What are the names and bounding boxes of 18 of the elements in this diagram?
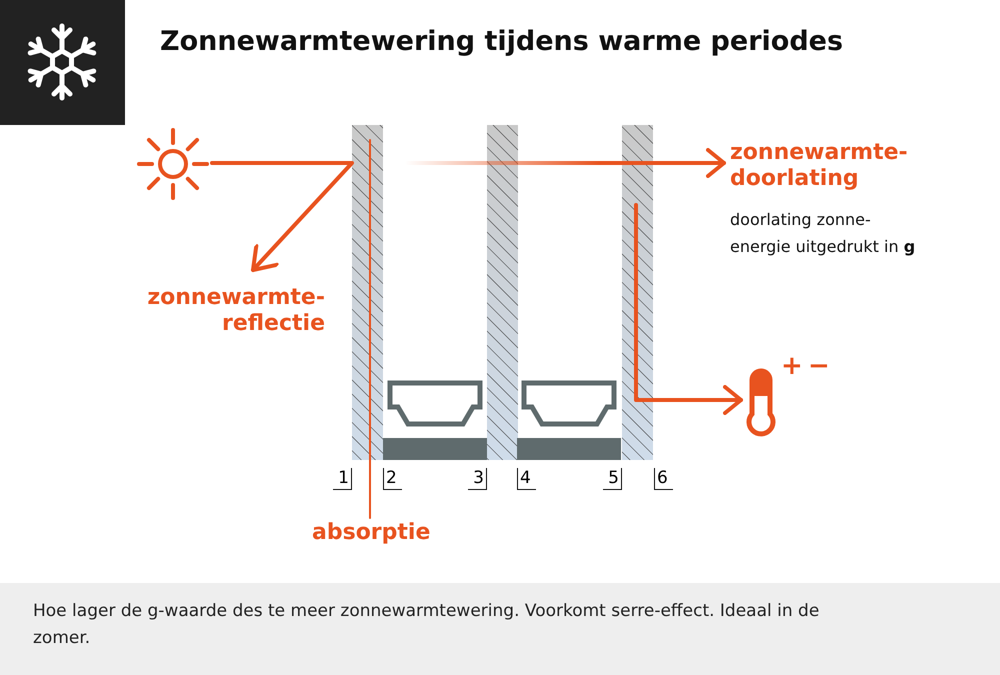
caption: Hoe lager de g-waarde des te meer zonnewarmtewering. Voorkomt serre-effect. Ideaal in de zomer. bbox=[33, 600, 820, 650]
surface-number: 3 bbox=[468, 468, 487, 490]
surface-number: 4 bbox=[517, 468, 536, 490]
transmission-label: zonnewarmte- doorlating bbox=[730, 140, 909, 192]
sign-label: + bbox=[781, 352, 803, 380]
sign-label: − bbox=[808, 352, 830, 380]
leader-line bbox=[369, 139, 371, 519]
surface-number: 2 bbox=[383, 468, 402, 490]
sun-icon bbox=[136, 127, 210, 201]
title: Zonnewarmtewering tijdens warme periodes bbox=[160, 26, 844, 57]
reflection-label: zonnewarmte- reflectie bbox=[146, 285, 325, 337]
heat-arrow bbox=[634, 203, 743, 415]
surface-number: 1 bbox=[333, 468, 352, 490]
thermometer-icon bbox=[745, 366, 777, 438]
absorption-label: absorptie bbox=[312, 520, 432, 546]
reflection-arrow bbox=[210, 161, 354, 272]
surface-number: 6 bbox=[654, 468, 673, 490]
surface-number: 5 bbox=[603, 468, 622, 490]
